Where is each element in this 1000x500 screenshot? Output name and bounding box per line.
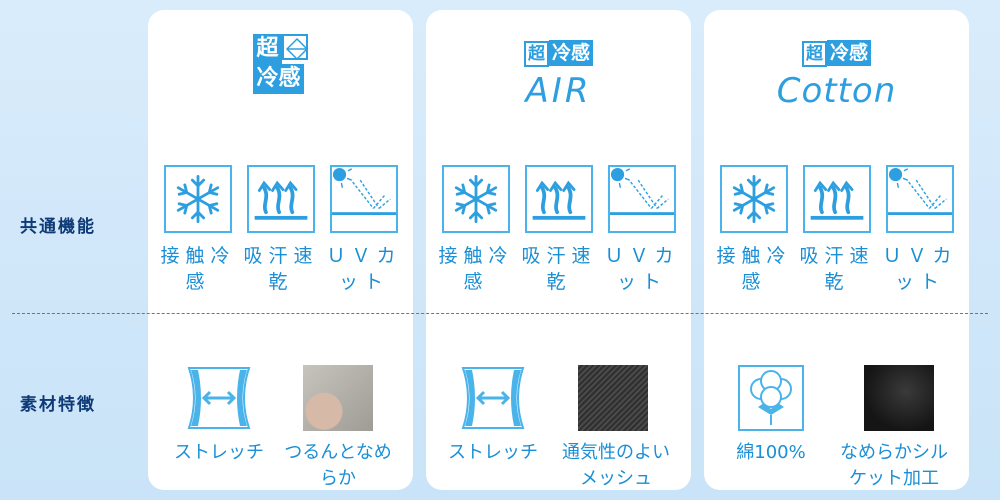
snowflake-icon <box>720 165 788 233</box>
material-label-cotton: 綿100% <box>736 442 806 463</box>
moisture-wicking-icon <box>803 165 871 233</box>
stretch-icon <box>186 365 252 431</box>
logo-sub-air: AIR <box>525 71 592 111</box>
uv-cut-icon <box>330 165 398 233</box>
chorei-cotton-logo: 超冷感 Cotton <box>704 40 969 111</box>
row-label-material: 素材特徴 <box>20 395 96 415</box>
feature-label-cool-touch: 接触冷感 <box>716 245 792 293</box>
feature-label-cool-touch: 接触冷感 <box>160 245 236 293</box>
cotton-icon <box>738 365 804 431</box>
material-label-stretch: ストレッチ <box>448 442 538 463</box>
row-label-common: 共通機能 <box>20 217 96 237</box>
chorei-air-logo: 超冷感 AIR <box>426 40 691 111</box>
divider <box>12 313 988 314</box>
smooth-fabric-photo <box>303 365 373 431</box>
diamond-icon <box>281 34 308 61</box>
uv-cut-icon <box>886 165 954 233</box>
feature-label-uv-cut: ＵＶカット <box>326 245 402 293</box>
material-label-smooth: つるんとなめらか <box>284 442 392 489</box>
stretch-icon <box>460 365 526 431</box>
feature-label-uv-cut: ＵＶカット <box>882 245 958 293</box>
product-card-air: 超冷感 AIR 接触冷感 吸汗速乾 ＵＶカット ストレッチ 通気性のよいメッシュ <box>426 10 691 490</box>
feature-label-sweat-dry: 吸汗速乾 <box>521 245 597 293</box>
mesh-fabric-photo <box>578 365 648 431</box>
logo-sub-cotton: Cotton <box>776 71 897 111</box>
product-card-chorei: 超 冷感 接触冷感 吸汗速乾 ＵＶカット ストレッチ つるんとなめらか <box>148 10 413 490</box>
feature-label-cool-touch: 接触冷感 <box>438 245 514 293</box>
material-label-mesh: 通気性のよいメッシュ <box>562 442 670 489</box>
material-label-silket: なめらかシルケット加工 <box>840 442 948 489</box>
silket-fabric-photo <box>864 365 934 431</box>
feature-label-sweat-dry: 吸汗速乾 <box>243 245 319 293</box>
uv-cut-icon <box>608 165 676 233</box>
chorei-logo: 超 冷感 <box>148 34 413 94</box>
snowflake-icon <box>164 165 232 233</box>
snowflake-icon <box>442 165 510 233</box>
material-label-stretch: ストレッチ <box>174 442 264 463</box>
product-card-cotton: 超冷感 Cotton 接触冷感 吸汗速乾 ＵＶカット 綿100% なめらかシルケ… <box>704 10 969 490</box>
moisture-wicking-icon <box>247 165 315 233</box>
feature-label-sweat-dry: 吸汗速乾 <box>799 245 875 293</box>
feature-label-uv-cut: ＵＶカット <box>604 245 680 293</box>
moisture-wicking-icon <box>525 165 593 233</box>
